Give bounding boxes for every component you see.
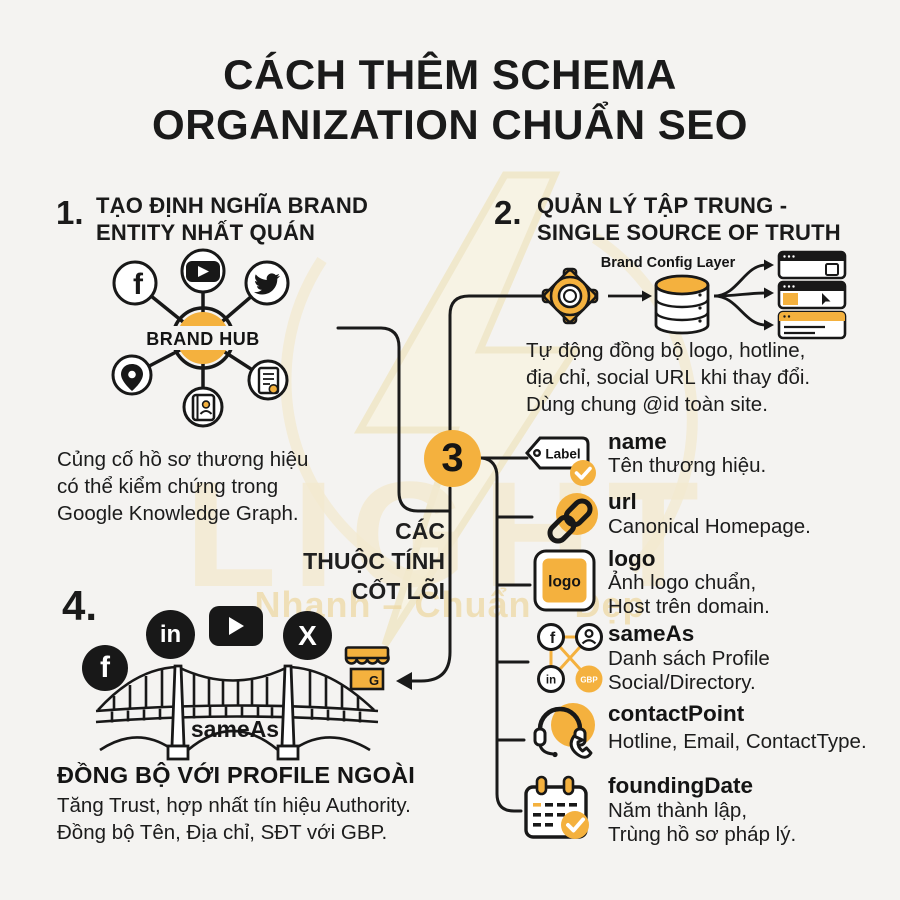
facebook-node-icon: f [537, 623, 565, 651]
property-foundingdate-desc2: Trùng hồ sơ pháp lý. [608, 823, 797, 846]
section4-heading: ĐỒNG BỘ VỚI PROFILE NGOÀI [57, 762, 415, 788]
property-name-desc: Tên thương hiệu. [608, 454, 767, 477]
database-icon [654, 274, 710, 335]
section4-caption-line1: Tăng Trust, hợp nhất tín hiệu Authority. [57, 794, 411, 817]
section2-caption-line1: Tự động đồng bộ logo, hotline, [526, 339, 806, 362]
core-to-gear-line [448, 294, 544, 432]
section1-caption: Củng cố hồ sơ thương hiệu có thể kiểm ch… [57, 446, 308, 527]
section2-caption-line3: Dùng chung @id toàn site. [526, 393, 768, 416]
page-title-line2: ORGANIZATION CHUẨN SEO [152, 101, 748, 148]
facebook-icon: f [112, 260, 158, 306]
svg-text:G: G [369, 673, 379, 688]
section1-heading: TẠO ĐỊNH NGHĨA BRAND ENTITY NHẤT QUÁN [96, 192, 368, 246]
play-triangle [228, 617, 244, 635]
section3-heading: CÁC THUỘC TÍNH CỐT LÕI [295, 516, 445, 606]
section4-number: 4. [62, 582, 98, 629]
section1-heading-line1: TẠO ĐỊNH NGHĨA BRAND [96, 193, 369, 218]
hub-to-core-line [336, 326, 452, 513]
calendar-icon [524, 775, 589, 839]
youtube-icon [180, 248, 226, 294]
lightning-watermark-icon [280, 171, 698, 647]
section2-number: 2. [494, 194, 522, 231]
svg-text:f: f [133, 268, 144, 301]
linkedin-node-icon: in [537, 665, 565, 693]
section2-heading: QUẢN LÝ TẬP TRUNG - SINGLE SOURCE OF TRU… [537, 192, 841, 246]
section1-number: 1. [56, 194, 84, 231]
section1-caption-line1: Củng cố hồ sơ thương hiệu [57, 448, 309, 471]
section2-caption: Tự động đồng bộ logo, hotline, địa chỉ, … [526, 337, 810, 418]
brand-hub-label: BRAND HUB [146, 329, 260, 349]
property-sameas-desc2: Social/Directory. [608, 671, 756, 694]
youtube-icon [209, 606, 263, 646]
property-name-title: name [608, 429, 667, 454]
property-url-title: url [608, 489, 637, 514]
linkedin-icon: in [146, 610, 195, 659]
social-network-icon: f in GBP [537, 623, 603, 693]
location-pin-icon [111, 354, 153, 396]
bridge-icon [95, 664, 379, 761]
page-title: CÁCH THÊM SCHEMA ORGANIZATION CHUẨN SEO [0, 50, 900, 150]
svg-text:logo: logo [548, 574, 581, 591]
property-logo-title: logo [608, 546, 656, 571]
headset-phone-icon [533, 703, 595, 759]
bridge-sameas-label: sameAs [190, 716, 280, 742]
label-tag-icon: Label [525, 436, 596, 486]
gbp-storefront-icon: G [344, 646, 390, 691]
svg-text:GBP: GBP [580, 676, 598, 685]
brand-hub-diagram: f [111, 248, 290, 428]
db-fanout-arrows [713, 263, 767, 327]
section2-heading-line1: QUẢN LÝ TẬP TRUNG - [537, 193, 788, 218]
svg-text:in: in [546, 675, 556, 687]
certificate-icon [247, 359, 289, 401]
twitter-icon [244, 260, 290, 306]
page-title-line1: CÁCH THÊM SCHEMA [223, 51, 677, 98]
svg-text:Label: Label [545, 447, 580, 462]
property-foundingdate-desc1: Năm thành lập, [608, 799, 748, 822]
x-icon: X [283, 611, 332, 660]
facebook-glyph: f [100, 651, 110, 684]
section2-caption-line2: địa chỉ, social URL khi thay đổi. [526, 366, 811, 389]
linkedin-glyph: in [159, 620, 182, 648]
brand-hub-node: BRAND HUB [141, 306, 265, 370]
property-contactpoint-desc: Hotline, Email, ContactType. [608, 730, 867, 753]
section1-caption-line3: Google Knowledge Graph. [57, 502, 299, 525]
section3-number-badge: 3 [424, 430, 481, 487]
section1-heading-line2: ENTITY NHẤT QUÁN [96, 220, 316, 245]
property-foundingdate-title: foundingDate [608, 773, 753, 798]
section3-heading-line1: CÁC [395, 518, 445, 544]
section3-heading-line2: THUỘC TÍNH [303, 548, 445, 574]
property-sameas-desc1: Danh sách Profile [608, 647, 770, 670]
left-arrowhead [396, 672, 412, 690]
section3-number: 3 [441, 436, 464, 480]
contact-book-icon [182, 386, 224, 428]
section4-caption-line2: Đồng bộ Tên, Địa chỉ, SĐT với GBP. [57, 821, 388, 844]
browser-window-cursor-icon [777, 280, 847, 310]
property-sameas-title: sameAs [608, 621, 695, 646]
brand-config-layer-label: Brand Config Layer [601, 255, 736, 271]
section3-heading-line3: CỐT LÕI [351, 578, 445, 604]
core-to-gbp-line [408, 486, 452, 683]
facebook-icon: f [82, 645, 128, 691]
property-contactpoint-title: contactPoint [608, 701, 745, 726]
section2-heading-line2: SINGLE SOURCE OF TRUTH [537, 220, 841, 245]
link-icon [547, 493, 598, 544]
property-spine-line [480, 456, 523, 813]
section1-caption-line2: có thể kiểm chứng trong [57, 475, 279, 498]
property-url-desc: Canonical Homepage. [608, 515, 811, 538]
person-node-icon [575, 623, 603, 651]
property-logo-desc1: Ảnh logo chuẩn, [608, 571, 757, 594]
gear-icon [541, 267, 599, 325]
x-glyph: X [298, 619, 317, 651]
svg-text:f: f [550, 630, 556, 647]
property-logo-desc2: Host trên domain. [608, 595, 770, 618]
browser-window-icon [777, 250, 847, 280]
gbp-node-icon: GBP [575, 665, 603, 693]
config-pipeline-diagram: Brand Config Layer [541, 250, 847, 340]
browser-window-text-icon [777, 310, 847, 340]
logo-box-icon: logo [533, 549, 596, 612]
section4-caption: Tăng Trust, hợp nhất tín hiệu Authority.… [57, 792, 411, 846]
